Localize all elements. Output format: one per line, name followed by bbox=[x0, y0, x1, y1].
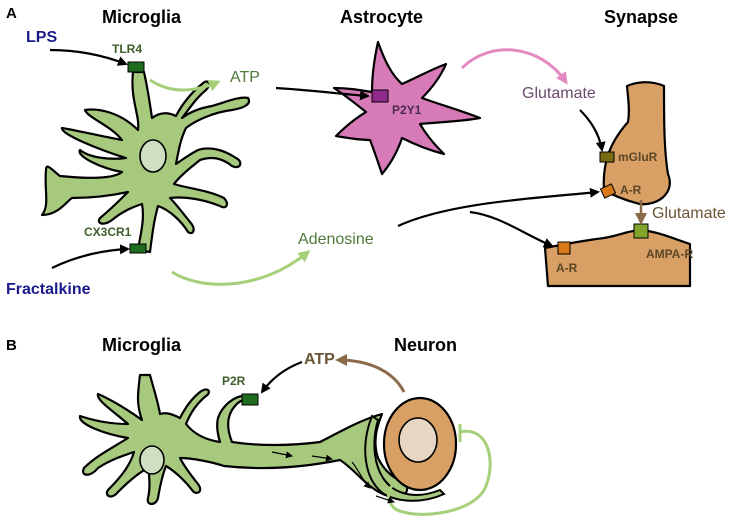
p2y1-label: P2Y1 bbox=[392, 103, 422, 117]
p2r-receptor bbox=[241, 393, 259, 406]
mglur-receptor bbox=[599, 151, 615, 163]
tlr4-label: TLR4 bbox=[112, 42, 142, 56]
ampa-r-label: AMPA-R bbox=[646, 247, 694, 261]
tlr4-receptor bbox=[127, 61, 145, 73]
atp-to-p2r-arrow bbox=[260, 360, 303, 394]
panel-b-label: B bbox=[6, 337, 17, 354]
adenosine-to-presynaptic-arrow bbox=[397, 187, 600, 227]
microglia-cell-a bbox=[40, 70, 251, 254]
p2y1-receptor bbox=[371, 89, 389, 103]
panel-a-label: A bbox=[6, 5, 17, 22]
microglia-title-a: Microglia bbox=[102, 7, 182, 27]
motion-arrow-2 bbox=[311, 454, 333, 462]
lps-label: LPS bbox=[26, 29, 58, 46]
atp-release-arrow-a bbox=[149, 78, 221, 92]
microglia-cell-b bbox=[78, 373, 409, 506]
glutamate-label-synapse: Glutamate bbox=[652, 205, 726, 222]
microglia-title-b: Microglia bbox=[102, 335, 182, 355]
postsynaptic-a-r-label: A-R bbox=[556, 261, 578, 275]
atp-label-a: ATP bbox=[230, 69, 260, 86]
fractalkine-label: Fractalkine bbox=[6, 281, 91, 298]
lps-arrow bbox=[49, 48, 128, 66]
glutamate-release-arrow bbox=[460, 48, 568, 85]
glutamate-label-astrocyte: Glutamate bbox=[522, 85, 596, 102]
astrocyte-title: Astrocyte bbox=[340, 7, 424, 27]
mglur-label: mGluR bbox=[618, 150, 658, 164]
p2r-label: P2R bbox=[222, 374, 246, 388]
motion-arrow-4 bbox=[375, 495, 395, 504]
neuron-nucleus bbox=[398, 417, 438, 463]
presynaptic-a-r-receptor bbox=[599, 183, 617, 199]
adenosine-label: Adenosine bbox=[298, 231, 374, 248]
atp-label-b: ATP bbox=[304, 351, 335, 368]
cx3cr1-receptor bbox=[129, 243, 147, 254]
motion-arrow-3 bbox=[351, 461, 371, 489]
ampa-receptor bbox=[633, 223, 649, 239]
cx3cr1-label: CX3CR1 bbox=[84, 225, 132, 239]
atp-to-astrocyte-arrow bbox=[275, 86, 370, 101]
fractalkine-arrow bbox=[51, 244, 130, 269]
atp-neuron-arrow bbox=[335, 354, 406, 393]
glutamate-to-mglur-arrow bbox=[579, 109, 606, 152]
neuron-title: Neuron bbox=[394, 335, 457, 355]
postsynaptic-a-r-receptor bbox=[557, 241, 571, 255]
postsynaptic-membrane bbox=[543, 228, 692, 288]
motion-arrow-1 bbox=[271, 451, 293, 459]
presynaptic-a-r-label: A-R bbox=[620, 183, 642, 197]
synapse-title: Synapse bbox=[604, 7, 679, 27]
adenosine-release-arrow bbox=[171, 250, 311, 286]
adenosine-to-postsynaptic-arrow bbox=[469, 210, 554, 248]
